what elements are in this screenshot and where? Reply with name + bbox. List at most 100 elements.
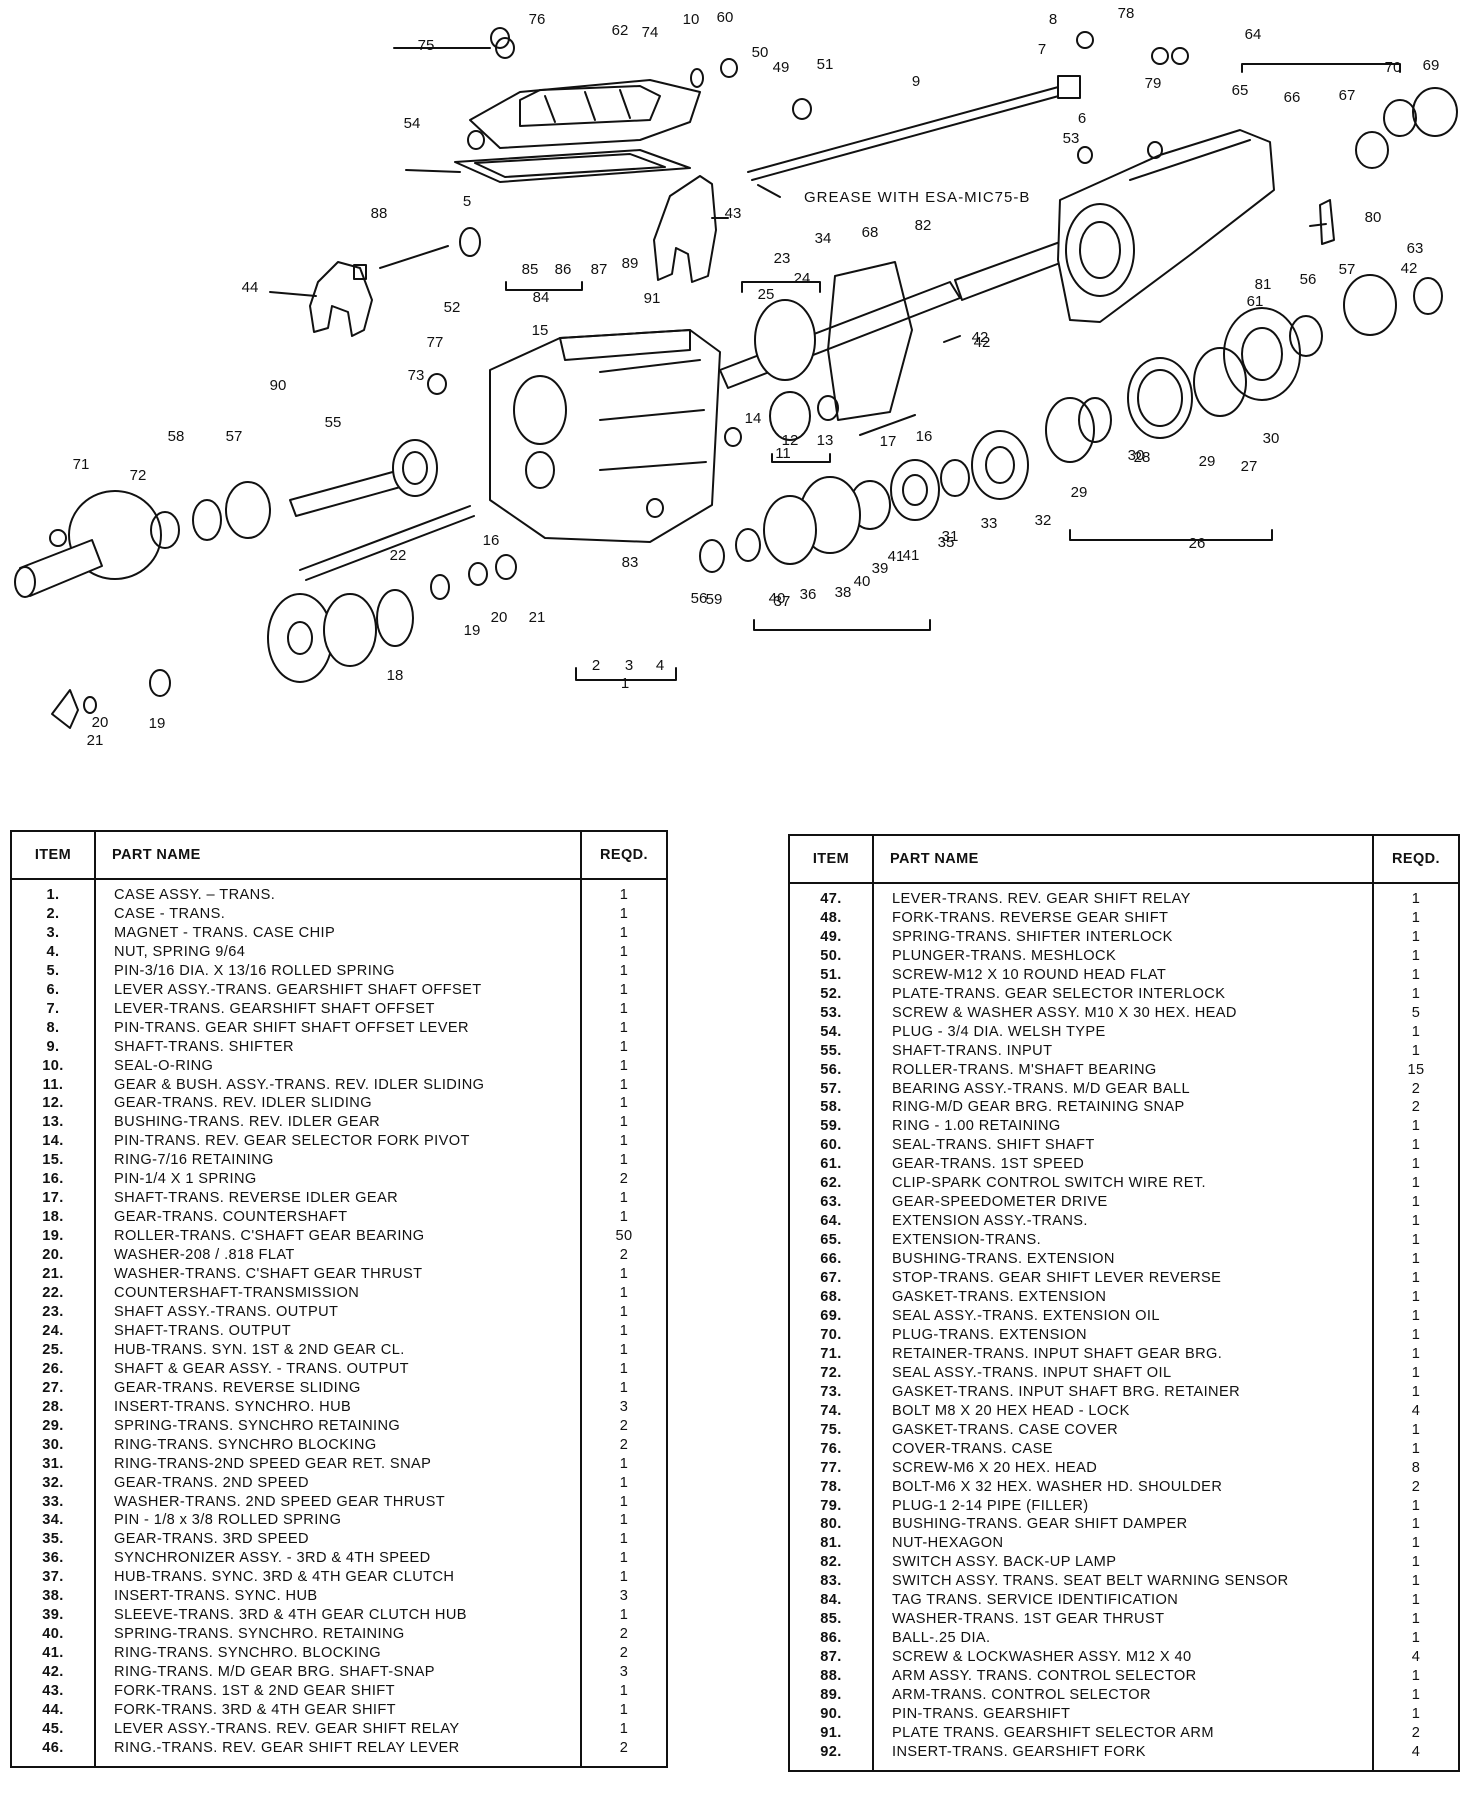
table-row: 86.BALL-.25 DIA.1 [789,1629,1459,1649]
table-row: 1.CASE ASSY. – TRANS.1 [11,879,667,905]
quantity-cell: 1 [1411,1440,1421,1457]
callout-label: 70 [1385,59,1402,76]
item-number-cell: 68. [789,1288,874,1307]
table-row: 2.CASE - TRANS.1 [11,904,667,924]
quantity-cell: 1 [619,887,629,903]
parts-table-right: ITEM PART NAME REQD. 47.LEVER-TRANS. REV… [788,834,1460,1772]
item-number-cell: 27. [11,1378,96,1398]
item-number-cell: 54. [789,1022,874,1042]
quantity-cell: 1 [1411,1289,1421,1306]
part-name-cell: SPRING-TRANS. SHIFTER INTERLOCK [873,927,1374,947]
callout-label: 73 [408,367,425,384]
item-number-cell: 6. [11,980,96,1000]
part-name-cell: SHAFT-TRANS. SHIFTER [95,1037,582,1057]
part-name-cell: PIN-TRANS. GEARSHIFT [873,1704,1374,1724]
quantity-cell: 50 [615,1228,633,1245]
leader-line [405,169,461,173]
item-number-cell: 48. [789,908,874,928]
part-name-cell: PLUG-1 2-14 PIPE (FILLER) [873,1496,1374,1516]
part-name-cell: SLEEVE-TRANS. 3RD & 4TH GEAR CLUTCH HUB [95,1606,582,1626]
callout-label: 74 [642,24,659,41]
part-name-cell: PLATE-TRANS. GEAR SELECTOR INTERLOCK [873,984,1374,1004]
quantity-cell: 1 [619,1266,629,1283]
small-bolt-part [646,498,664,518]
part-name-cell: WASHER-TRANS. C'SHAFT GEAR THRUST [95,1265,582,1285]
item-number-cell: 83. [789,1572,874,1592]
part-name-cell: FORK-TRANS. 3RD & 4TH GEAR SHIFT [95,1700,582,1720]
callout-label: 23 [774,250,791,267]
quantity-cell: 1 [619,1455,629,1472]
item-number-cell: 91. [789,1723,874,1743]
item-number-cell: 19. [11,1227,96,1247]
part-name-cell: HUB-TRANS. SYNC. 3RD & 4TH GEAR CLUTCH [95,1568,582,1588]
item-number-cell: 69. [789,1306,874,1326]
item-number-cell: 40. [11,1625,96,1645]
quantity-cell: 1 [1411,1535,1421,1552]
part-name-cell: SCREW & WASHER ASSY. M10 X 30 HEX. HEAD [873,1003,1374,1023]
item-number-cell: 10. [11,1056,96,1076]
callout-label: 21 [529,609,546,626]
item-number-cell: 33. [11,1492,96,1512]
part-name-cell: GEAR-SPEEDOMETER DRIVE [873,1193,1374,1213]
quantity-cell: 15 [1407,1061,1425,1078]
item-number-cell: 92. [789,1742,874,1771]
item-number-cell: 75. [789,1420,874,1440]
part-name-cell: SYNCHRONIZER ASSY. - 3RD & 4TH SPEED [95,1549,582,1569]
quantity-cell: 1 [1411,891,1421,907]
bracket [505,281,583,291]
item-number-cell: 36. [11,1549,96,1569]
callout-label: 13 [817,432,834,449]
quantity-cell: 1 [1411,1345,1421,1362]
quantity-cell: 1 [619,1076,629,1093]
part-name-cell: MAGNET - TRANS. CASE CHIP [95,923,582,943]
part-name-cell: ARM-TRANS. CONTROL SELECTOR [873,1686,1374,1705]
small-bolt-part [467,130,485,150]
part-name-cell: EXTENSION-TRANS. [873,1231,1374,1251]
quantity-cell: 3 [619,1664,629,1681]
item-number-cell: 37. [11,1568,96,1588]
part-name-cell: GASKET-TRANS. INPUT SHAFT BRG. RETAINER [873,1382,1374,1402]
part-name-cell: CASE ASSY. – TRANS. [95,879,582,905]
washer-part [468,562,488,586]
part-name-cell: INSERT-TRANS. GEARSHIFT FORK [873,1742,1374,1771]
callout-label: 44 [242,279,259,296]
bracket [741,281,821,293]
item-number-cell: 52. [789,984,874,1004]
part-name-cell: SEAL ASSY.-TRANS. INPUT SHAFT OIL [873,1363,1374,1383]
gear-shift-relay-part [1319,199,1335,245]
quantity-cell: 1 [1411,928,1421,945]
item-number-cell: 80. [789,1515,874,1535]
callout-label: 22 [390,547,407,564]
quantity-cell: 1 [619,962,629,979]
grease-note: GREASE WITH ESA-MIC75-B [804,189,1030,206]
item-number-cell: 58. [789,1098,874,1118]
part-name-cell: LEVER ASSY.-TRANS. REV. GEAR SHIFT RELAY [95,1719,582,1739]
part-name-cell: SEAL-O-RING [95,1056,582,1076]
bearing-part [1343,274,1397,336]
callout-label: 3 [625,657,633,674]
part-name-cell: RING-TRANS. SYNCHRO BLOCKING [95,1435,582,1455]
item-number-cell: 44. [11,1700,96,1720]
quantity-cell: 1 [1411,1668,1421,1685]
part-name-cell: SEAL-TRANS. SHIFT SHAFT [873,1136,1374,1156]
header-item: ITEM [11,831,96,880]
table-row: 83.SWITCH ASSY. TRANS. SEAT BELT WARNING… [789,1572,1459,1592]
part-name-cell: BEARING ASSY.-TRANS. M/D GEAR BALL [873,1079,1374,1099]
callout-label: 49 [773,59,790,76]
bracket [753,619,931,631]
